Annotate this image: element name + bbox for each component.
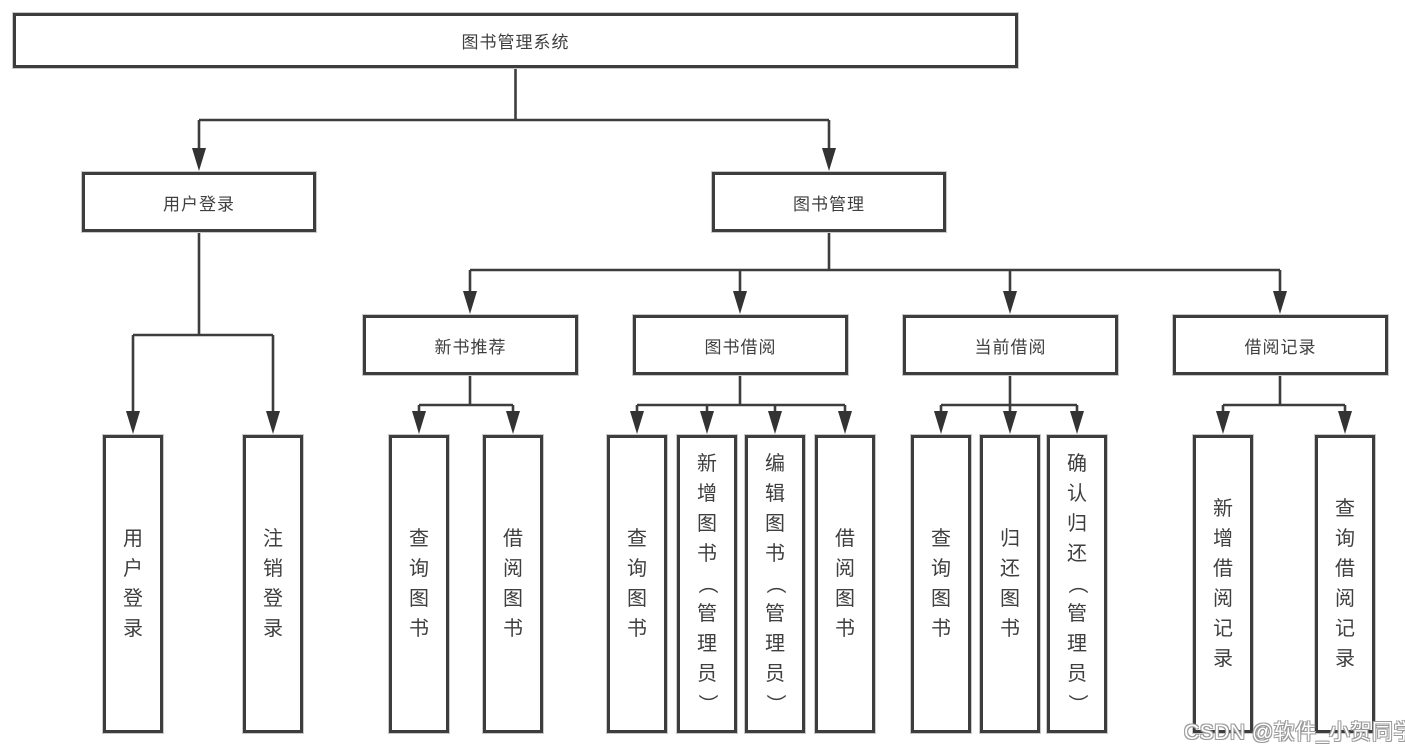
leaf-borrow-book-2: 借阅图书 bbox=[815, 435, 875, 733]
node-user-login: 用户登录 bbox=[82, 172, 316, 232]
leaf-query-book-2: 查询图书 bbox=[607, 435, 667, 733]
csdn-watermark: CSDN @软件_小贺同学 bbox=[1184, 721, 1405, 744]
leaf-query-borrow-record: 查询借阅记录 bbox=[1315, 435, 1375, 733]
leaf-return-book: 归还图书 bbox=[980, 435, 1040, 733]
leaf-borrow-book-1: 借阅图书 bbox=[483, 435, 543, 733]
node-book-borrow: 图书借阅 bbox=[633, 315, 848, 375]
leaf-add-borrow-record: 新增借阅记录 bbox=[1193, 435, 1253, 733]
leaf-add-book-admin: 新增图书（管理员） bbox=[677, 435, 737, 733]
node-new-book-recommend: 新书推荐 bbox=[363, 315, 578, 375]
node-borrow-record: 借阅记录 bbox=[1173, 315, 1388, 375]
leaf-query-book-1: 查询图书 bbox=[389, 435, 449, 733]
leaf-confirm-return-admin: 确认归还（管理员） bbox=[1047, 435, 1107, 733]
node-current-borrow: 当前借阅 bbox=[903, 315, 1118, 375]
leaf-logout: 注销登录 bbox=[243, 435, 303, 733]
leaf-user-login: 用户登录 bbox=[103, 435, 163, 733]
node-library-system: 图书管理系统 bbox=[13, 13, 1018, 68]
arrowhead-icons bbox=[126, 148, 1352, 434]
leaf-edit-book-admin: 编辑图书（管理员） bbox=[745, 435, 805, 733]
leaf-query-book-3: 查询图书 bbox=[911, 435, 971, 733]
node-book-management: 图书管理 bbox=[712, 172, 946, 232]
